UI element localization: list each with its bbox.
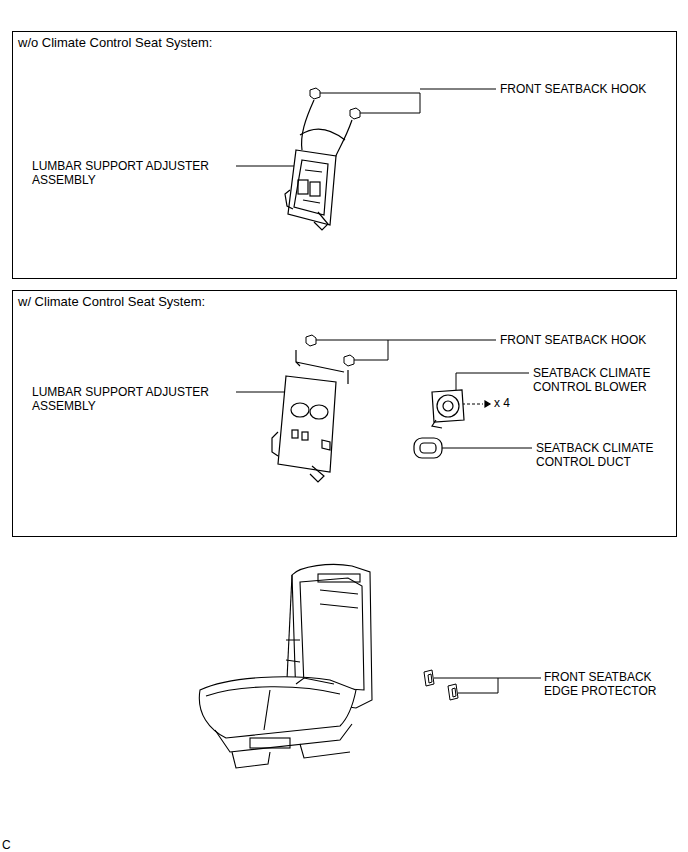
part-name: FRONT SEATBACK HOOK xyxy=(500,82,670,96)
part-name: SEATBACK CLIMATE CONTROL BLOWER xyxy=(533,366,665,394)
variant-panel: w/ Climate Control Seat System: xyxy=(12,290,677,537)
panel-heading: w/o Climate Control Seat System: xyxy=(13,32,676,50)
lumbar-adjuster-drawing xyxy=(285,100,352,230)
part-name: x 4 xyxy=(494,396,524,410)
seatback-hook-icon xyxy=(306,335,354,366)
leader-lines xyxy=(236,89,496,166)
climate-duct-drawing xyxy=(414,438,442,458)
panel-heading: w/ Climate Control Seat System: xyxy=(13,291,676,309)
seatback-hook-icon xyxy=(310,88,360,119)
part-name: LUMBAR SUPPORT ADJUSTER ASSEMBLY xyxy=(32,385,222,413)
climate-blower-drawing xyxy=(432,390,490,428)
part-name: FRONT SEATBACK EDGE PROTECTOR xyxy=(544,670,668,698)
part-name: FRONT SEATBACK HOOK xyxy=(500,333,670,347)
lumbar-adjuster-drawing xyxy=(272,350,348,482)
part-name: SEATBACK CLIMATE CONTROL DUCT xyxy=(536,441,668,469)
edge-protector-icon xyxy=(424,670,458,700)
figure-code: C xyxy=(2,838,22,852)
part-name: LUMBAR SUPPORT ADJUSTER ASSEMBLY xyxy=(32,159,222,187)
variant-panel: w/o Climate Control Seat System: xyxy=(12,31,677,279)
seat-frame-drawing xyxy=(199,564,372,768)
